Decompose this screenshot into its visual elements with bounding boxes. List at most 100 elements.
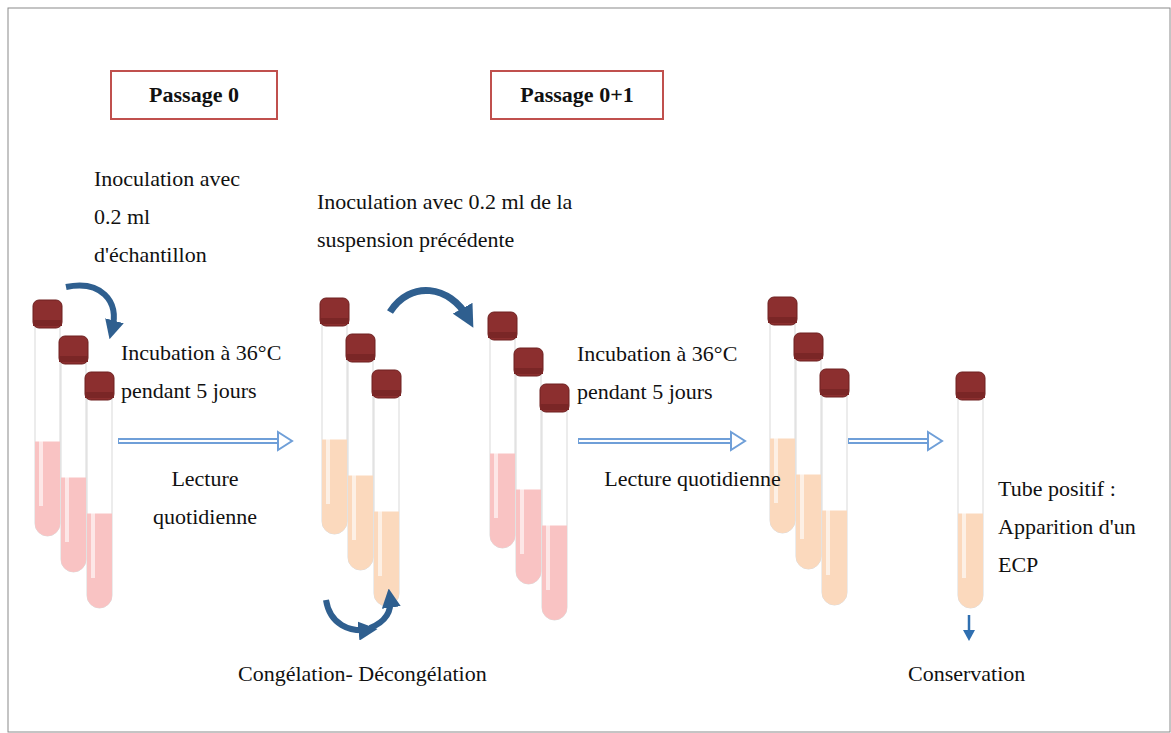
step-note: Incubation à 36°C pendant 5 jours [121,334,299,410]
tube-cap [320,298,349,326]
tube-cap [956,372,985,400]
tube-body [822,395,847,605]
test-tube [768,297,797,533]
tube-liquid [87,514,112,608]
cycle-arrow [326,600,368,630]
tube-cap [85,372,114,400]
tube-liquid [542,526,567,620]
curved-arrow [390,290,468,318]
test-tube [794,333,823,569]
tube-cap [794,333,823,361]
tube-shine [352,364,356,540]
tube-shine [326,328,330,504]
flow-head [731,432,745,450]
flow-shaft-inner [119,440,280,442]
step-note: Incubation à 36°C pendant 5 jours [577,335,755,411]
tube-cap-ring [372,390,401,396]
flow-shaft [848,438,930,444]
tube-shine [378,400,382,576]
test-tube [540,384,569,620]
tube-shine [962,402,966,578]
tube-cap [514,348,543,376]
tube-cap [488,312,517,340]
tube-cap [768,297,797,325]
tube-body [770,323,795,533]
tube-liquid [322,440,347,534]
flow-note: Lecture quotidienne [120,460,290,536]
tube-cap-ring [956,392,985,398]
tube-cap-ring [346,354,375,360]
curved-arrow [66,286,114,330]
frame [8,8,1170,732]
passage-box: Passage 0+1 [490,70,664,120]
tube-cap-ring [85,392,114,398]
tube-shine [494,342,498,518]
tube-liquid [35,442,60,536]
test-tube [488,312,517,548]
down-arrow [968,615,971,632]
down-arrow-head [963,630,975,641]
tube-cap [346,334,375,362]
tube-body [87,398,112,608]
tube-liquid [490,454,515,548]
tube-body [61,362,86,572]
tube-shine [520,378,524,554]
tube-body [958,398,983,608]
tube-cap-ring [59,356,88,362]
cycle-arrow [370,598,390,628]
tube-body [348,360,373,570]
tube-shine [91,402,95,578]
tube-shine [800,363,804,539]
tube-cap-ring [33,320,62,326]
test-tube [85,372,114,608]
tube-body [35,326,60,536]
tube-shine [546,414,550,590]
passage-title: Passage 0+1 [520,82,633,108]
tube-groups [33,297,985,620]
test-tube [820,369,849,605]
flow-shaft [118,438,280,444]
tube-cap [59,336,88,364]
tube-cap [540,384,569,412]
result-note: Conservation [908,655,1058,693]
step-note: Inoculation avec 0.2 ml d'échantillon [94,160,264,274]
step-note: Inoculation avec 0.2 ml de la suspension… [317,183,627,259]
tube-cap-ring [540,404,569,410]
tube-body [542,410,567,620]
tube-cap-ring [768,317,797,323]
test-tube [514,348,543,584]
tube-cap-ring [820,389,849,395]
tube-liquid [822,511,847,605]
flow-shaft [578,438,733,444]
tube-shine [39,330,43,506]
tube-liquid [958,514,983,608]
tube-cap [33,300,62,328]
flow-arrows [118,432,942,450]
tube-cap-ring [488,332,517,338]
tube-cap-ring [514,368,543,374]
flow-note: Lecture quotidienne [600,460,785,498]
test-tube [320,298,349,534]
test-tube [372,370,401,606]
passage-box: Passage 0 [110,70,278,120]
tube-liquid [516,490,541,584]
flow-head [928,432,942,450]
tube-shine [65,366,69,542]
test-tube [956,372,985,608]
tube-cap [372,370,401,398]
step-note: Congélation- Décongélation [238,655,538,693]
test-tube [346,334,375,570]
result-note: Tube positif : Apparition d'un ECP [998,470,1158,584]
test-tube [33,300,62,536]
tube-liquid [61,478,86,572]
tube-body [516,374,541,584]
tube-shine [826,399,830,575]
flow-head [278,432,292,450]
tube-liquid [374,512,399,606]
tube-cap-ring [320,318,349,324]
tube-liquid [348,476,373,570]
tube-body [322,324,347,534]
tube-cap-ring [794,353,823,359]
passage-title: Passage 0 [149,82,239,108]
tube-body [796,359,821,569]
